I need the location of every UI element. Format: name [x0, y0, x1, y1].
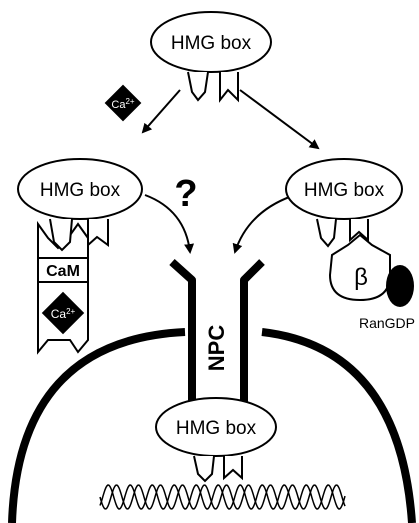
hmg-box-left: HMG box	[17, 158, 143, 248]
arrow-to-importin-path	[239, 89, 320, 150]
dna-strand-2	[99, 484, 346, 510]
hmg-box-right-label: HMG box	[304, 180, 385, 201]
nls-tab-top-left	[187, 71, 209, 102]
hmg-box-nucleus-label: HMG box	[176, 418, 257, 439]
hmg-box-top-label: HMG box	[171, 33, 252, 54]
arrow-cam-to-npc	[144, 194, 195, 254]
importin-beta-label: β	[354, 264, 368, 291]
calcium-ion-1-label: Ca2+	[111, 97, 135, 111]
nuclear-pore-complex: NPC	[169, 259, 265, 418]
nuclear-envelope	[8, 328, 416, 523]
hmg-box-left-label: HMG box	[40, 180, 121, 201]
importin-beta: β	[328, 233, 391, 302]
calcium-ion-2-label: Ca2+	[51, 307, 76, 321]
hmg-box-top: HMG box	[150, 11, 272, 103]
nls-tab-nucleus-left	[193, 455, 215, 483]
nls-tab-top-right	[219, 72, 239, 103]
hmg-box-right: HMG box	[285, 158, 403, 248]
npc-label: NPC	[204, 325, 229, 372]
nls-tab-right-left	[316, 218, 337, 248]
nls-tab-left-right	[87, 219, 109, 248]
calcium-ion-2: Ca2+	[41, 291, 85, 335]
calmodulin-label: CaM	[46, 263, 80, 280]
ran-gdp: RanGDP	[359, 265, 415, 331]
question-mark: ?	[174, 173, 197, 215]
arrow-to-cam-path	[141, 89, 181, 134]
calcium-ion-1: Ca2+	[104, 84, 142, 122]
nls-tab-left-left	[49, 218, 73, 252]
nls-tab-nucleus-right	[223, 456, 243, 481]
arrow-importin-to-npc	[232, 195, 293, 254]
hmg-box-nucleus: HMG box	[155, 397, 277, 483]
nls-tab-right-right	[349, 219, 369, 243]
dna-helix	[99, 484, 346, 510]
ran-gdp-label: RanGDP	[359, 315, 415, 331]
